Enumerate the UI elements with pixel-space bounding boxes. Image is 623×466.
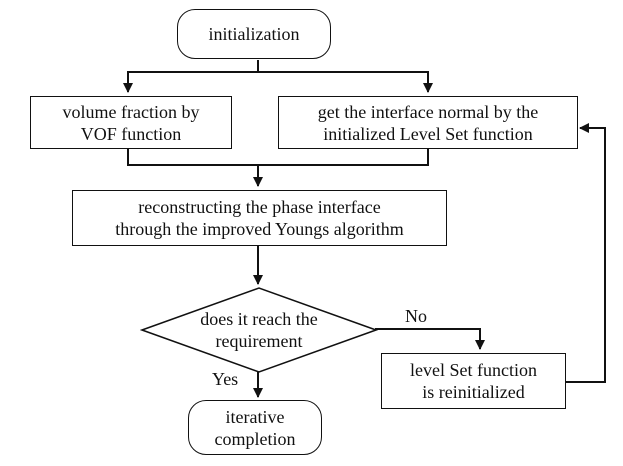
initialization-node: initialization <box>177 9 331 59</box>
volume-fraction-label: volume fraction by VOF function <box>62 101 200 144</box>
interface-normal-node: get the interface normal by the initiali… <box>278 96 578 149</box>
reconstructing-node: reconstructing the phase interface throu… <box>72 190 447 246</box>
edge-init-to-normal <box>258 71 433 93</box>
level-set-reinit-node: level Set function is reinitialized <box>381 353 566 409</box>
reconstructing-label: reconstructing the phase interface throu… <box>115 197 404 239</box>
iterative-completion-node: iterative completion <box>188 400 322 455</box>
iterative-completion-label: iterative completion <box>214 406 296 449</box>
interface-normal-label: get the interface normal by the initiali… <box>317 101 539 144</box>
initialization-label: initialization <box>208 24 300 44</box>
volume-fraction-node: volume fraction by VOF function <box>30 96 232 149</box>
edge-decision-no <box>375 328 485 350</box>
edge-init-split <box>123 60 259 93</box>
yes-edge-label: Yes <box>212 369 239 389</box>
edge-merge-left <box>127 149 429 166</box>
decision-label: does it reach the requirement <box>200 309 318 351</box>
decision-diamond <box>140 287 378 373</box>
no-edge-label: No <box>405 306 427 326</box>
edge-reinit-loop <box>565 123 606 383</box>
level-set-reinit-label: level Set function is reinitialized <box>410 360 537 402</box>
